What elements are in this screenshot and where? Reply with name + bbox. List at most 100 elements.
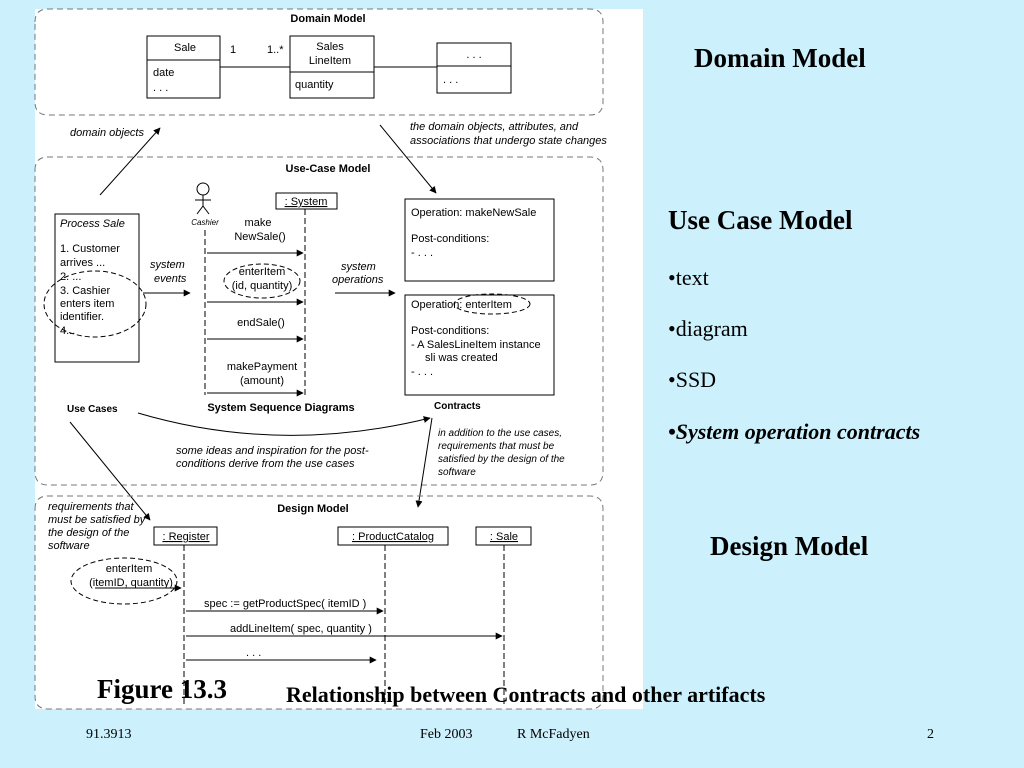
- process-sale-box: Process Sale 1. Customer arrives ... 2. …: [54, 213, 140, 363]
- svg-text:conditions derive from the use: conditions derive from the use cases: [176, 458, 355, 470]
- svg-text:Process Sale: Process Sale: [60, 218, 125, 230]
- svg-text:4...: 4...: [60, 325, 75, 337]
- in-addition-note: in addition to the use cases, requiremen…: [438, 428, 565, 478]
- svg-text:Operation: makeNewSale: Operation: makeNewSale: [411, 207, 536, 219]
- productcatalog-object-box: [337, 526, 449, 546]
- svg-text:system: system: [150, 259, 185, 271]
- system-operations-note: system operations: [332, 261, 384, 286]
- design-model-title: Design Model: [277, 503, 349, 515]
- contracts-label: Contracts: [434, 401, 481, 412]
- svg-text:- . . .: - . . .: [411, 247, 433, 259]
- use-case-item-contracts: •System operation contracts: [668, 419, 921, 444]
- ideas-note: some ideas and inspiration for the post-…: [176, 445, 369, 470]
- state-change-note: the domain objects, attributes, and asso…: [410, 121, 607, 147]
- cashier-step-highlight: [43, 270, 147, 338]
- footer-page-number: 2: [927, 727, 934, 742]
- get-product-spec-message: spec := getProductSpec( itemID ): [186, 598, 384, 615]
- multiplicity-one: 1: [230, 44, 236, 56]
- figure-label: Figure 13.3: [97, 674, 227, 704]
- ssd-message-makenewsale: make NewSale(): [207, 217, 304, 257]
- use-cases-label: Use Cases: [67, 404, 118, 415]
- svg-text:spec := getProductSpec( itemID: spec := getProductSpec( itemID ): [204, 598, 366, 610]
- svg-text:NewSale(): NewSale(): [234, 231, 285, 243]
- svg-text:makePayment: makePayment: [227, 361, 297, 373]
- ssd-message-makepayment: makePayment (amount): [207, 361, 304, 397]
- add-line-item-message: addLineItem( spec, quantity ): [186, 623, 503, 640]
- contracts-to-design-arrow: [415, 417, 433, 508]
- svg-text:system: system: [341, 261, 376, 273]
- register-object-label: : Register: [162, 531, 209, 543]
- figure-caption: Relationship between Contracts and other…: [286, 682, 766, 707]
- domain-model-title: Domain Model: [290, 13, 365, 25]
- svg-text:- . . .: - . . .: [411, 366, 433, 378]
- domain-model-section: Domain Model Sale date . . . 1 1..* Sale…: [34, 8, 604, 116]
- system-object-box: [275, 192, 338, 210]
- svg-text:identifier.: identifier.: [60, 311, 104, 323]
- svg-text:software: software: [438, 467, 476, 478]
- use-case-model-heading: Use Case Model: [668, 205, 853, 235]
- svg-text:LineItem: LineItem: [309, 55, 351, 67]
- svg-text:satisfied by the design of the: satisfied by the design of the: [438, 454, 565, 465]
- domain-objects-note: domain objects: [70, 127, 144, 139]
- system-events-note: system events: [150, 259, 187, 285]
- svg-text:the design of the: the design of the: [48, 527, 129, 539]
- ssd-message-endsale: endSale(): [207, 317, 304, 343]
- svg-text:. . .: . . .: [443, 74, 458, 86]
- svg-text:requirements that must be: requirements that must be: [438, 441, 555, 452]
- svg-text:make: make: [245, 217, 272, 229]
- use-cases-to-design-arrow: [69, 421, 151, 521]
- requirements-note: requirements that must be satisfied by t…: [48, 501, 147, 552]
- svg-text:in addition to the use cases,: in addition to the use cases,: [438, 428, 562, 439]
- svg-text:enterItem: enterItem: [239, 266, 285, 278]
- svg-text:endSale(): endSale(): [237, 317, 285, 329]
- svg-text:sli was created: sli was created: [425, 352, 498, 364]
- footer-author: R McFadyen: [517, 727, 590, 742]
- use-case-item-ssd: •SSD: [668, 367, 717, 392]
- svg-text:associations that undergo stat: associations that undergo state changes: [410, 135, 607, 147]
- svg-text:(id, quantity): (id, quantity): [232, 280, 293, 292]
- design-model-section: Design Model requirements that must be s…: [34, 495, 604, 710]
- register-object-box: [153, 526, 218, 546]
- design-model-heading: Design Model: [710, 531, 869, 561]
- svg-text:addLineItem( spec, quantity ): addLineItem( spec, quantity ): [230, 623, 372, 635]
- svg-text:requirements that: requirements that: [48, 501, 135, 513]
- footer-course: 91.3913: [86, 727, 132, 742]
- ssd-label: System Sequence Diagrams: [207, 402, 354, 414]
- svg-text:software: software: [48, 540, 90, 552]
- productcatalog-object-label: : ProductCatalog: [352, 531, 434, 543]
- sale-class-box: Sale date . . .: [146, 35, 221, 99]
- svg-text:- A SalesLineItem instance: - A SalesLineItem instance: [411, 339, 541, 351]
- domain-model-heading: Domain Model: [694, 43, 866, 73]
- svg-text:(amount): (amount): [240, 375, 284, 387]
- svg-text:. . .: . . .: [466, 49, 481, 61]
- svg-text:must be satisfied by: must be satisfied by: [48, 514, 147, 526]
- svg-text:Sale: Sale: [174, 42, 196, 54]
- contract-makenewsale: Operation: makeNewSale Post-conditions: …: [404, 198, 555, 282]
- svg-text:(itemID, quantity): (itemID, quantity): [89, 577, 173, 589]
- svg-text:2. ...: 2. ...: [60, 271, 81, 283]
- svg-text:. . .: . . .: [153, 82, 168, 94]
- domain-objects-arrow: [99, 127, 161, 196]
- multiplicity-many: 1..*: [267, 44, 284, 56]
- cashier-label: Cashier: [191, 218, 219, 227]
- svg-text:operations: operations: [332, 274, 384, 286]
- svg-text:the domain objects, attributes: the domain objects, attributes, and: [410, 121, 579, 133]
- other-class-box: . . . . . .: [436, 42, 512, 94]
- use-cases-to-contracts-arrow: [137, 412, 431, 436]
- svg-text:1. Customer: 1. Customer: [60, 243, 120, 255]
- ssd-message-enteritem: enterItem (id, quantity): [207, 263, 304, 306]
- contract-enteritem: Operation: enterItem Post-conditions: - …: [404, 293, 555, 396]
- svg-text:enters item: enters item: [60, 298, 114, 310]
- svg-text:some ideas and inspiration for: some ideas and inspiration for the post-: [176, 445, 369, 457]
- use-case-model-title: Use-Case Model: [286, 163, 371, 175]
- svg-text:quantity: quantity: [295, 79, 334, 91]
- svg-text:Operation: enterItem: Operation: enterItem: [411, 299, 512, 311]
- footer-date: Feb 2003: [420, 727, 473, 742]
- cashier-actor: [195, 182, 211, 215]
- svg-text:Sales: Sales: [316, 41, 344, 53]
- more-messages: . . .: [186, 647, 377, 664]
- svg-text:Post-conditions:: Post-conditions:: [411, 325, 489, 337]
- system-object-label: : System: [285, 196, 328, 208]
- sales-lineitem-class-box: Sales LineItem quantity: [289, 35, 375, 99]
